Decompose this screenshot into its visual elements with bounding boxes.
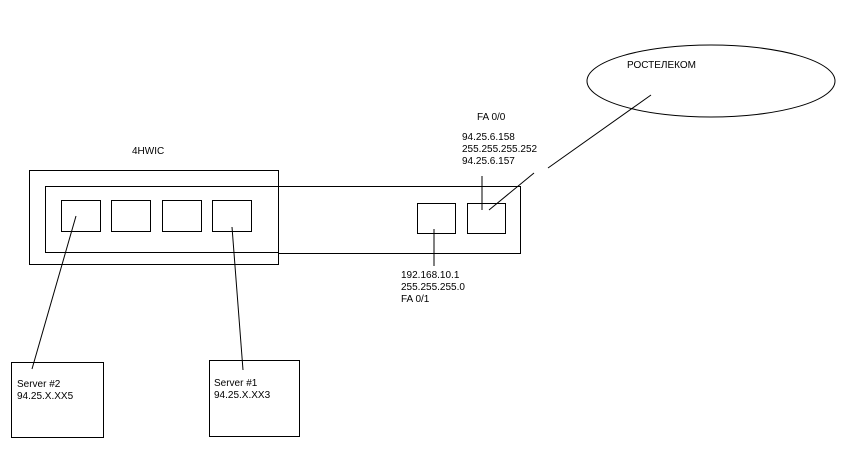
lan-interface-name: FA 0/1 xyxy=(401,294,430,305)
server1-box xyxy=(209,360,300,437)
hwic-port-1 xyxy=(61,200,101,232)
server2-name: Server #2 xyxy=(17,379,61,390)
wan-mask: 255.255.255.252 xyxy=(462,144,538,155)
lan-ip: 192.168.10.1 xyxy=(401,270,460,281)
hwic-module-inner xyxy=(45,186,279,253)
lan-mask: 255.255.255.0 xyxy=(401,282,465,293)
hwic-module-outer xyxy=(29,170,279,265)
wan-gateway: 94.25.6.157 xyxy=(462,156,515,167)
router-port-fa00 xyxy=(467,203,506,234)
hwic-port-4 xyxy=(212,200,252,232)
server1-link-line xyxy=(231,226,244,371)
server2-box xyxy=(11,362,104,438)
wan-address-block: 94.25.6.158 255.255.255.252 94.25.6.157 xyxy=(462,132,537,168)
router-chassis xyxy=(278,186,521,254)
server1-ip: 94.25.X.XX3 xyxy=(214,390,271,401)
fa00-isp-arrow xyxy=(488,172,535,211)
hwic-port-3 xyxy=(162,200,202,232)
server2-link-line xyxy=(31,215,77,370)
lan-address-block: 192.168.10.1 255.255.255.0 FA 0/1 xyxy=(401,270,465,306)
wan-ip: 94.25.6.158 xyxy=(462,132,515,143)
server1-name: Server #1 xyxy=(214,378,258,389)
isp-label: РОСТЕЛЕКОМ xyxy=(627,60,696,71)
fa00-label: FA 0/0 xyxy=(477,112,506,123)
server2-label: Server #2 94.25.X.XX5 xyxy=(17,379,73,403)
hwic-label: 4HWIC xyxy=(132,146,165,157)
server2-ip: 94.25.X.XX5 xyxy=(17,391,74,402)
router-port-fa01 xyxy=(417,203,456,234)
isp-ellipse xyxy=(586,44,836,118)
server1-label: Server #1 94.25.X.XX3 xyxy=(214,378,270,402)
hwic-port-2 xyxy=(111,200,151,232)
isp-link-line xyxy=(547,94,652,169)
